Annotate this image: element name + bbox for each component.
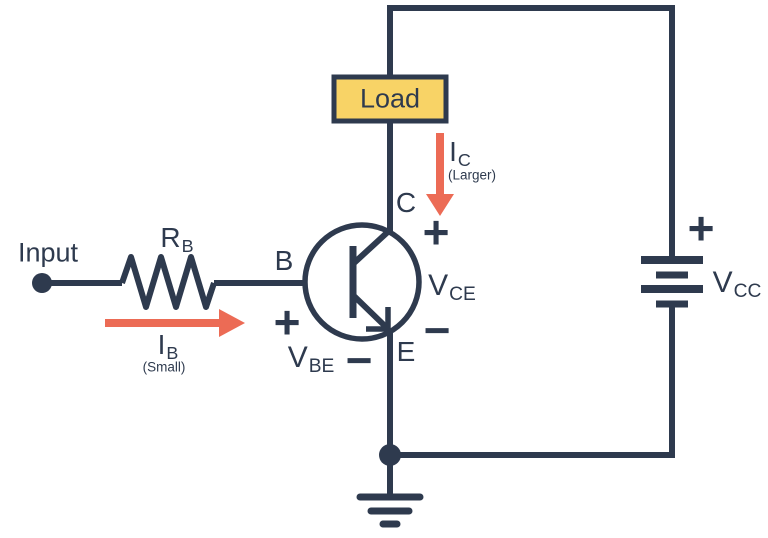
ib-sub: B [166, 343, 179, 364]
ib-note: (Small) [143, 360, 186, 374]
vcc-sub: CC [733, 281, 762, 303]
emitter-terminal-label: E [397, 338, 416, 366]
ic-arrow-head-icon [426, 194, 454, 216]
load-label-text: Load [359, 83, 421, 114]
input-label: Input [17, 237, 79, 268]
vbe-sub: BE [308, 356, 335, 378]
input-terminal-dot [32, 273, 52, 293]
npn-arrow-icon [366, 307, 391, 332]
ic-label: I C [449, 136, 471, 169]
vbe-label: V BE [287, 341, 335, 378]
vce-minus-sign: − [424, 307, 451, 353]
vce-plus-sign: + [423, 209, 450, 255]
load-box [331, 74, 449, 124]
load-label: Load [359, 83, 421, 114]
resistor-symbol [119, 254, 217, 310]
collector-terminal-label: C [396, 189, 416, 217]
vcc-plus-text: + [687, 202, 715, 254]
collector-terminal-text: C [395, 187, 417, 218]
junction-dot [379, 444, 401, 466]
rb-main: R [160, 222, 181, 253]
transistor-emitter-lead [351, 293, 389, 330]
vce-minus-text: − [423, 304, 451, 356]
rb-sub: B [181, 236, 194, 257]
vcc-main: V [712, 266, 733, 299]
ic-note-text: (Larger) [447, 167, 497, 183]
vbe-plus-sign: + [274, 299, 301, 345]
transistor-circle [302, 222, 422, 342]
ib-note-text: (Small) [142, 359, 186, 375]
vbe-minus-text: − [345, 334, 373, 386]
top-supply-wire [387, 5, 675, 257]
transistor-collector-lead [351, 226, 394, 266]
vcc-label: V CC [712, 266, 762, 303]
vbe-plus-text: + [273, 296, 301, 348]
vce-sub: CE [449, 284, 476, 306]
vbe-main: V [287, 341, 308, 374]
ic-note: (Larger) [448, 168, 496, 182]
ib-arrow-head-icon [219, 309, 245, 337]
vce-main: V [428, 269, 449, 302]
ib-label: I B [157, 329, 179, 362]
vbe-minus-sign: − [346, 337, 373, 383]
base-terminal-label: B [275, 247, 294, 275]
base-terminal-text: B [274, 245, 294, 276]
emitter-terminal-text: E [396, 336, 416, 367]
ic-sub: C [457, 150, 471, 171]
ic-main: I [449, 136, 457, 167]
vcc-plus-sign: + [688, 205, 715, 251]
vce-label: V CE [428, 269, 476, 306]
rb-label: R B [160, 222, 193, 255]
bottom-return-wire [396, 307, 675, 458]
ib-main: I [157, 329, 166, 360]
input-label-text: Input [17, 237, 79, 268]
vce-plus-text: + [422, 206, 450, 258]
